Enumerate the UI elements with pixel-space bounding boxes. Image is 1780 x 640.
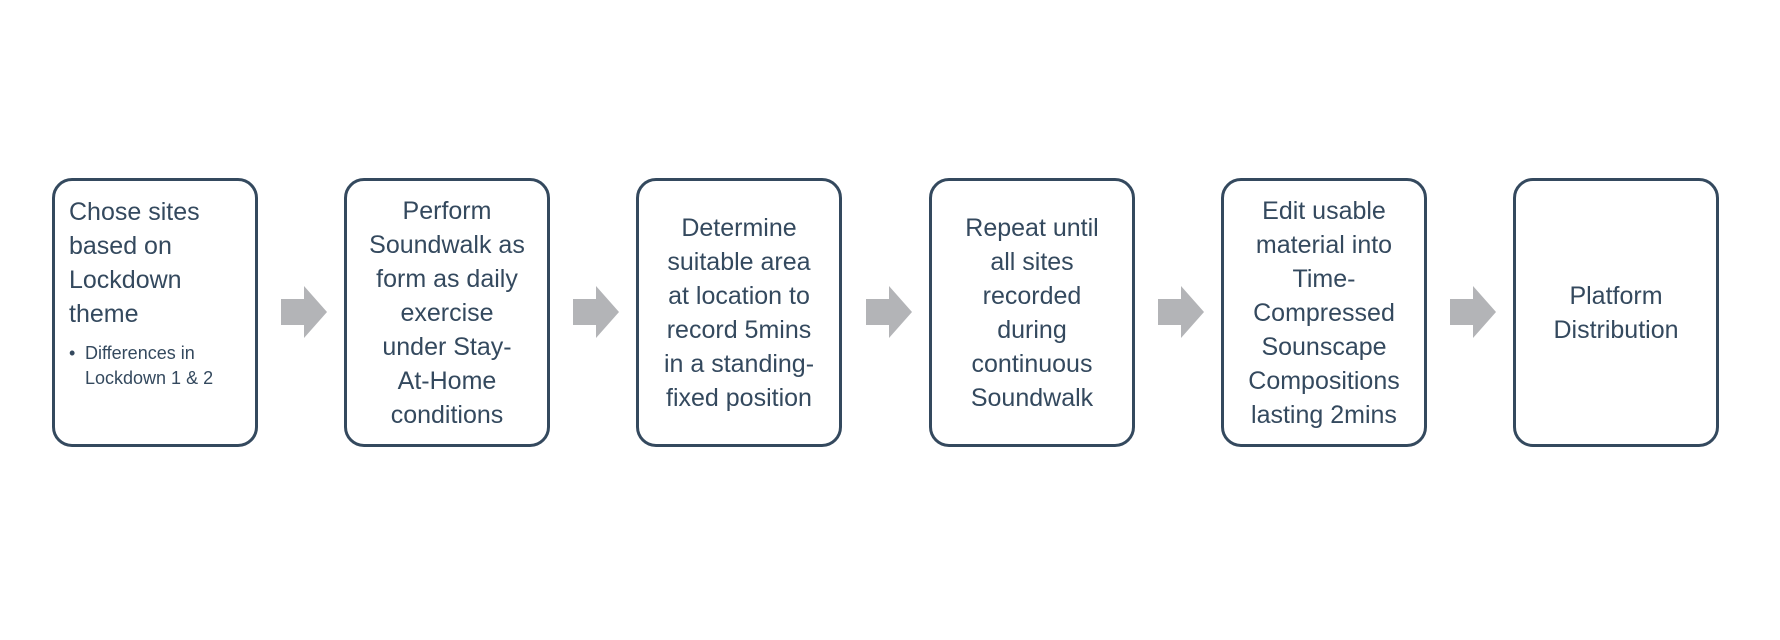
right-arrow-icon	[1158, 286, 1204, 338]
step-label: Determine suitable area at location to r…	[663, 213, 815, 412]
right-arrow-icon	[281, 286, 327, 338]
step-bullet-list: Differences in Lockdown 1 & 2	[69, 341, 213, 391]
right-arrow-icon	[1450, 286, 1496, 338]
right-arrow-icon	[573, 286, 619, 338]
step-label: Perform Soundwalk as form as daily exerc…	[369, 196, 525, 429]
right-arrow-icon	[866, 286, 912, 338]
bullet-item: Differences in Lockdown 1 & 2	[69, 341, 213, 391]
step-choose-sites: Chose sites based on Lockdown theme Diff…	[52, 178, 258, 447]
step-label: Platform Distribution	[1553, 281, 1679, 344]
step-edit-material: Edit usable material into Time- Compress…	[1221, 178, 1427, 447]
step-repeat-sites: Repeat until all sites recorded during c…	[929, 178, 1135, 447]
step-perform-soundwalk: Perform Soundwalk as form as daily exerc…	[344, 178, 550, 447]
step-label: Repeat until all sites recorded during c…	[965, 213, 1099, 412]
step-label: Chose sites based on Lockdown theme	[69, 198, 200, 328]
step-platform-distribution: Platform Distribution	[1513, 178, 1719, 447]
step-label: Edit usable material into Time- Compress…	[1248, 196, 1400, 429]
step-determine-area: Determine suitable area at location to r…	[636, 178, 842, 447]
